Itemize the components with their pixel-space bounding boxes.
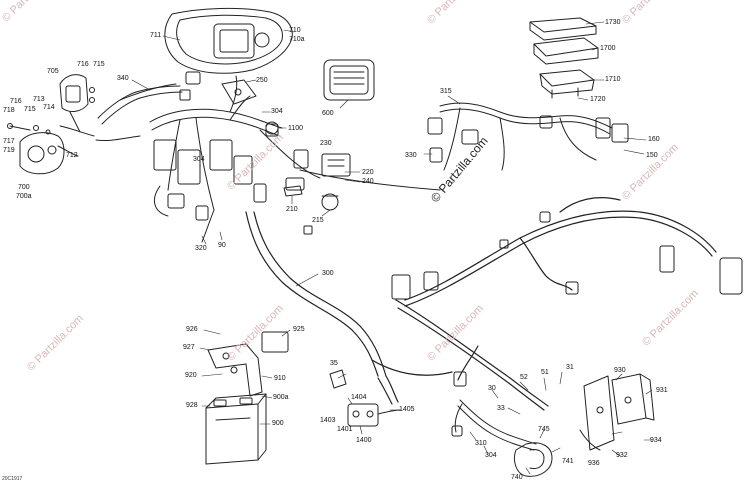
callout-210: 210 [286,206,298,213]
callout-150: 150 [646,152,658,159]
callout-215: 215 [312,217,324,224]
callout-320: 320 [195,245,207,252]
callout-160: 160 [648,136,660,143]
callout-330: 330 [405,152,417,159]
callout-304c: 304 [485,452,497,459]
harness-340 [97,85,183,125]
callout-741: 741 [562,458,574,465]
callout-1700: 1700 [600,45,616,52]
callout-1404: 1404 [351,394,367,401]
callout-1405: 1405 [399,406,415,413]
callout-740: 740 [511,474,523,481]
callout-936: 936 [588,460,600,467]
callout-230: 230 [320,140,332,147]
callout-932: 932 [616,452,628,459]
rear-harness-30 [395,197,717,411]
callout-240: 240 [362,178,374,185]
callout-711: 711 [150,32,162,39]
callout-934: 934 [650,437,662,444]
battery-bracket-910 [207,331,289,397]
callout-930: 930 [614,367,626,374]
callout-717: 717 [3,138,15,145]
main-harness-300 [245,211,453,405]
callout-700: 700 [18,184,30,191]
battery-900 [205,393,267,465]
rear-connectors [391,211,743,387]
callout-30: 30 [488,385,496,392]
callout-1100: 1100 [288,125,304,132]
callout-719: 719 [3,147,15,154]
assembly-700 [7,123,79,175]
module-stack [529,17,599,99]
callout-700a: 700a [16,193,32,200]
callout-1730: 1730 [605,19,621,26]
callout-920: 920 [185,372,197,379]
callout-900a: 900a [273,394,289,401]
callout-712: 712 [66,152,78,159]
callout-35: 35 [330,360,338,367]
callout-52: 52 [520,374,528,381]
callout-90: 90 [218,242,226,249]
callout-710a: 710a [289,36,305,43]
callout-714: 714 [43,104,55,111]
callout-51: 51 [541,369,549,376]
callout-931: 931 [656,387,668,394]
callout-715b: 715 [24,106,36,113]
callout-710: 710 [289,27,301,34]
callout-304b: 304 [193,156,205,163]
left-connectors [153,71,339,235]
document-id: 20C1917 [2,476,23,482]
callout-600: 600 [322,110,334,117]
callout-31: 31 [566,364,574,371]
callout-713: 713 [33,96,45,103]
callout-315: 315 [440,88,452,95]
callout-300: 300 [322,270,334,277]
callout-716b: 716 [10,98,22,105]
callout-745: 745 [538,426,550,433]
callout-1403: 1403 [320,417,336,424]
callout-1710: 1710 [605,76,621,83]
callout-927: 927 [183,344,195,351]
gauge-cluster-711 [164,7,293,74]
callout-900: 900 [272,420,284,427]
harness-315 [427,102,629,171]
callout-925: 925 [293,326,305,333]
callout-928: 928 [186,402,198,409]
callout-310: 310 [475,440,487,447]
callout-1720: 1720 [590,96,606,103]
display-600 [323,59,375,101]
assembly-705 [59,74,95,133]
bracket-250 [221,79,257,105]
callout-1401: 1401 [337,426,353,433]
callout-715a: 715 [93,61,105,68]
callout-910: 910 [274,375,286,382]
fuse-box-1400 [329,369,401,427]
callout-716a: 716 [77,61,89,68]
callout-340: 340 [117,75,129,82]
taillight-740 [513,442,553,477]
leader-lines [131,21,653,475]
callout-718: 718 [3,107,15,114]
callout-926: 926 [186,326,198,333]
dash-harness [59,75,321,243]
callout-250: 250 [256,77,268,84]
taillight-harness-310 [451,399,537,451]
callout-705: 705 [47,68,59,75]
callout-220: 220 [362,169,374,176]
callout-33: 33 [497,405,505,412]
callout-1400: 1400 [356,437,372,444]
bracket-930 [579,373,655,451]
callout-304a: 304 [271,108,283,115]
